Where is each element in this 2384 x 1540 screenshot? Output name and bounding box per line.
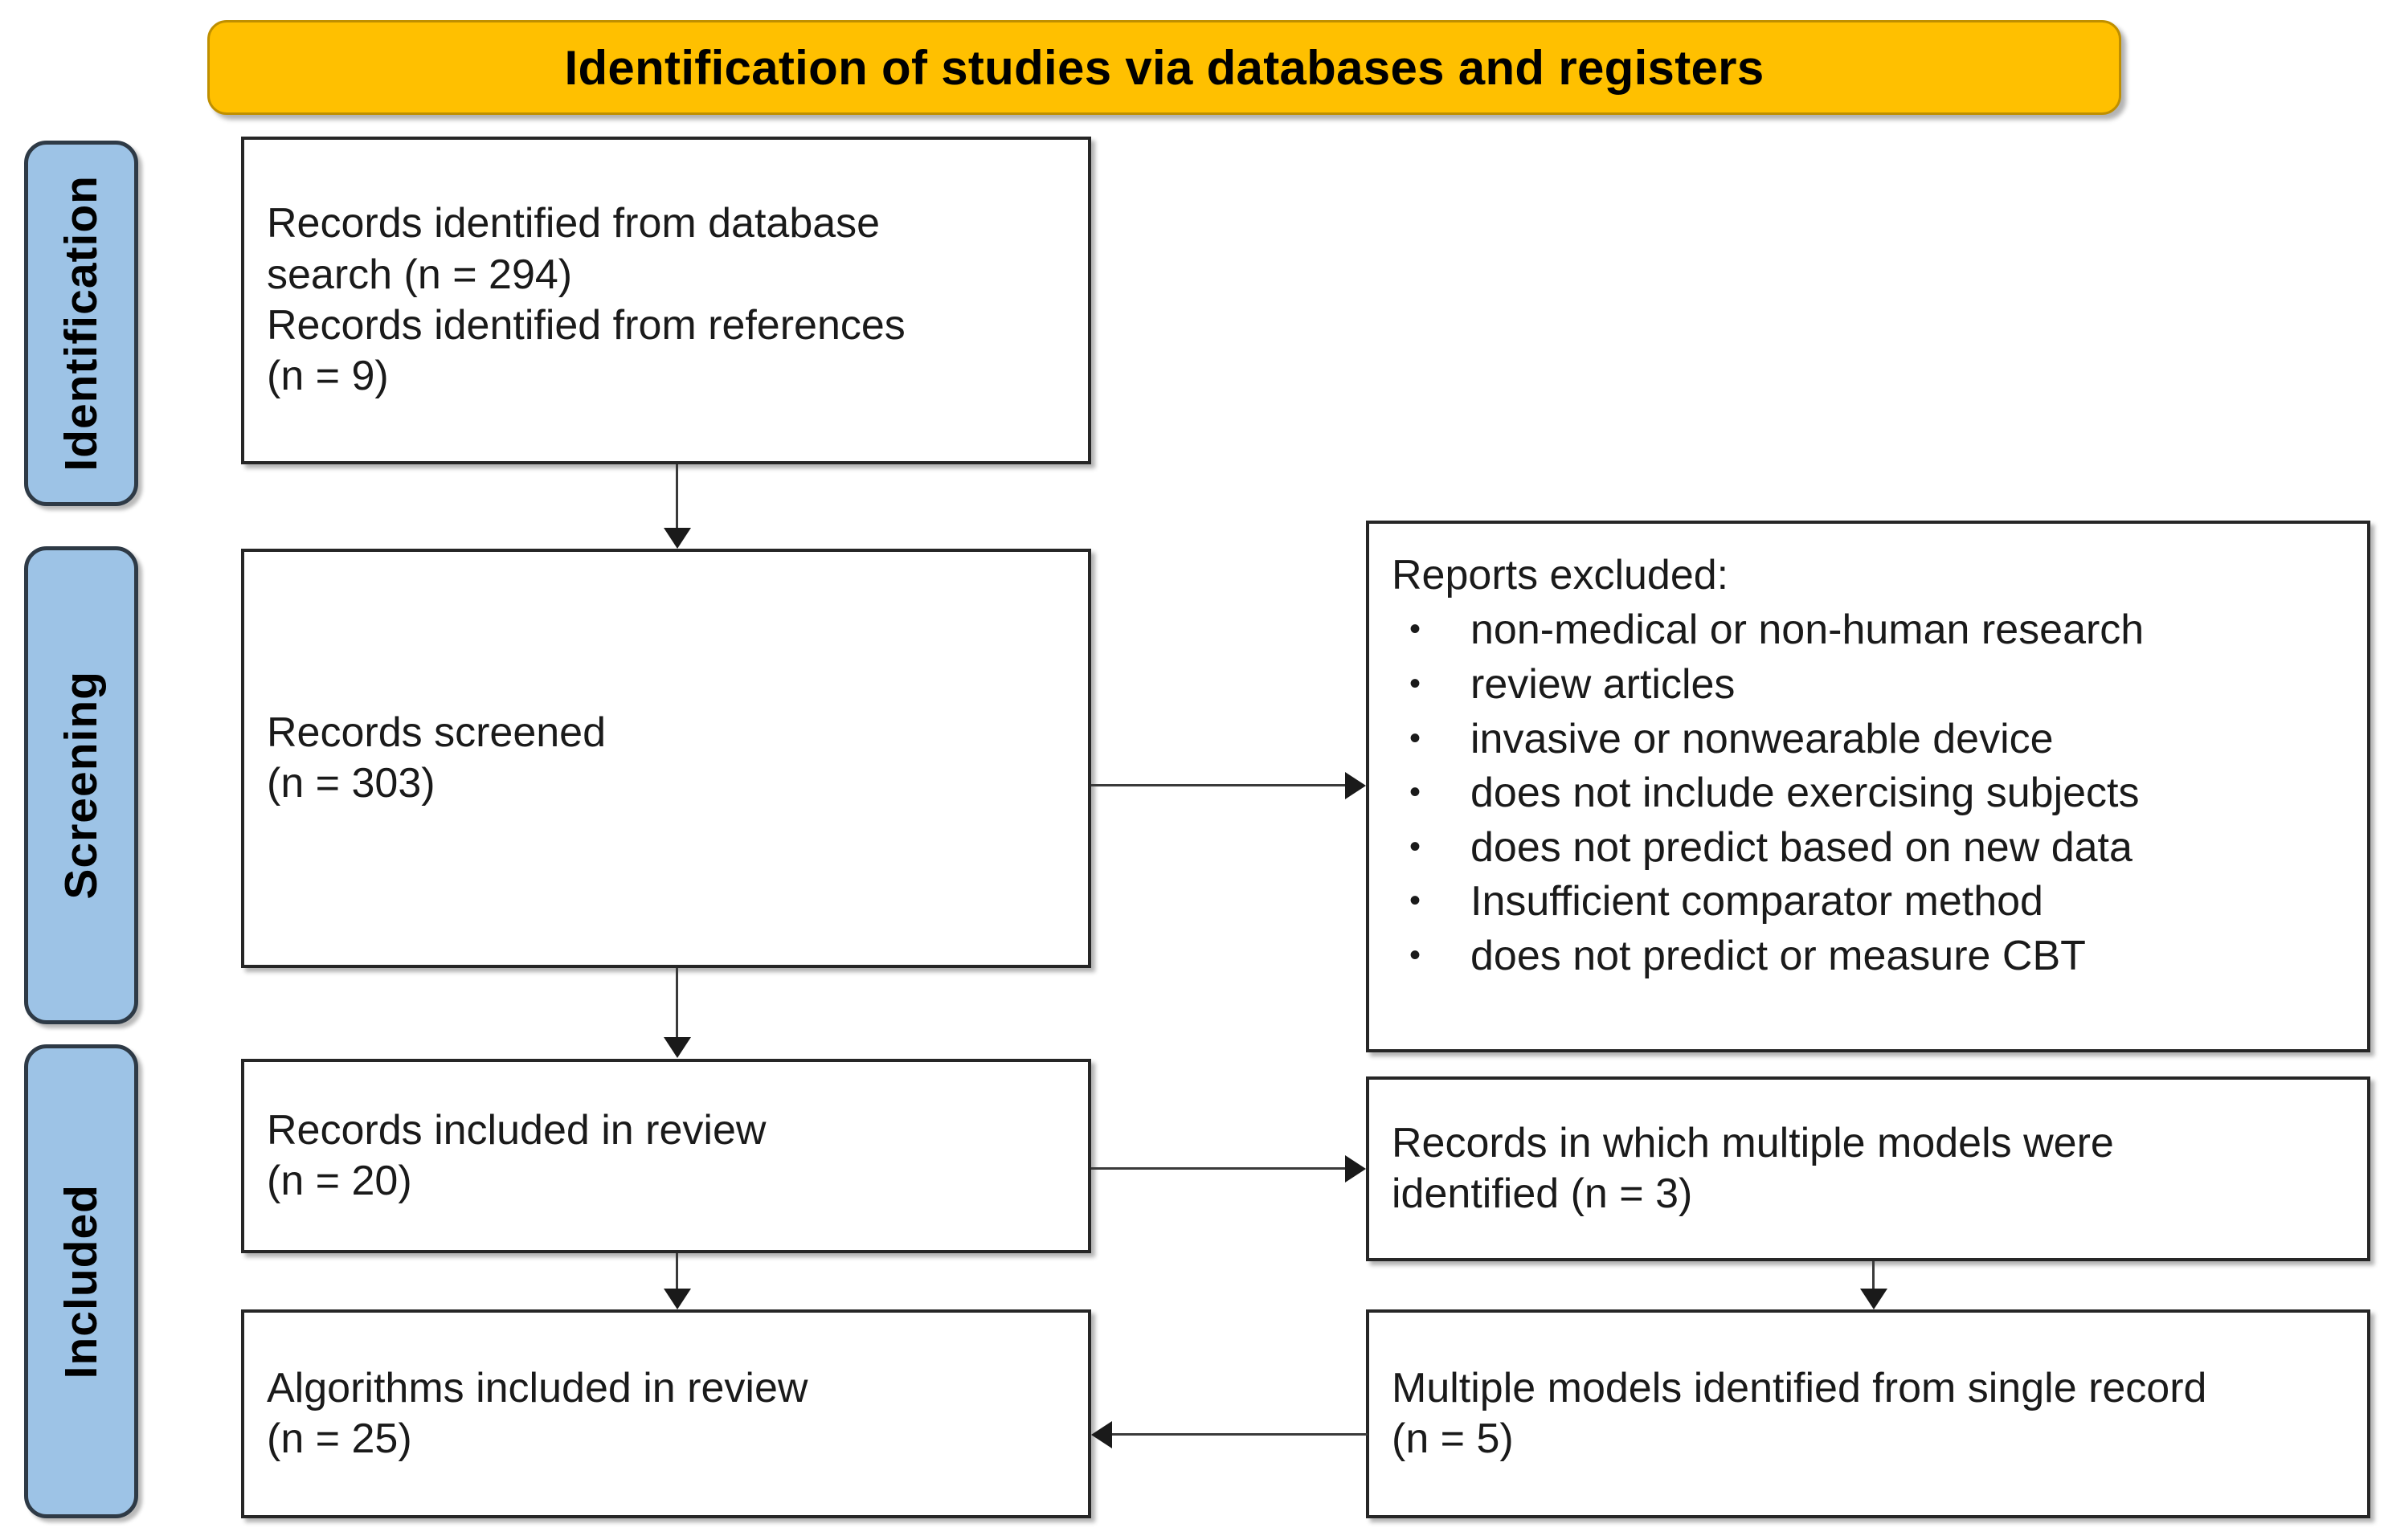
arrow-left-icon: [1091, 1421, 1112, 1448]
stage-tab-included-label: Included: [55, 1183, 107, 1379]
arrow-right-icon: [1345, 1155, 1366, 1183]
list-item: does not predict based on new data: [1392, 821, 2345, 876]
arrow-down-icon: [664, 528, 691, 549]
list-item: does not predict or measure CBT: [1392, 929, 2345, 984]
list-item: does not include exercising subjects: [1392, 766, 2345, 821]
box-records-included-text: Records included in review (n = 20): [267, 1106, 767, 1204]
list-item: Insufficient comparator method: [1392, 875, 2345, 929]
list-item: review articles: [1392, 658, 2345, 713]
box-records-multiple-models: Records in which multiple models were id…: [1366, 1076, 2370, 1261]
reports-excluded-list: non-medical or non-human research review…: [1392, 603, 2345, 983]
stage-tab-screening: Screening: [24, 546, 138, 1024]
box-records-screened-text: Records screened (n = 303): [267, 709, 606, 807]
box-records-identified: Records identified from database search …: [241, 137, 1091, 464]
connector-screened-to-included: [676, 968, 678, 1039]
banner-title: Identification of studies via databases …: [564, 40, 1764, 95]
connector-screened-to-excluded: [1091, 784, 1347, 786]
box-multiple-models-single-record-text: Multiple models identified from single r…: [1392, 1364, 2207, 1462]
stage-tab-identification: Identification: [24, 141, 138, 506]
arrow-down-icon: [664, 1289, 691, 1309]
list-item: invasive or nonwearable device: [1392, 713, 2345, 767]
box-records-screened: Records screened (n = 303): [241, 549, 1091, 968]
box-records-identified-text: Records identified from database search …: [267, 200, 906, 400]
box-records-included: Records included in review (n = 20): [241, 1059, 1091, 1253]
connector-multi-models-to-algorithms: [1112, 1433, 1368, 1436]
box-multiple-models-single-record: Multiple models identified from single r…: [1366, 1309, 2370, 1518]
box-records-multiple-models-text: Records in which multiple models were id…: [1392, 1119, 2114, 1217]
box-algorithms-included-text: Algorithms included in review (n = 25): [267, 1364, 808, 1462]
box-reports-excluded: Reports excluded: non-medical or non-hum…: [1366, 521, 2370, 1052]
box-reports-excluded-title: Reports excluded:: [1392, 552, 1729, 598]
arrow-right-icon: [1345, 772, 1366, 799]
connector-included-to-algorithms: [676, 1253, 678, 1292]
list-item: non-medical or non-human research: [1392, 603, 2345, 658]
stage-tab-screening-label: Screening: [55, 671, 107, 900]
header-banner: Identification of studies via databases …: [207, 20, 2121, 115]
stage-tab-identification-label: Identification: [55, 175, 107, 472]
connector-identified-to-screened: [676, 464, 678, 530]
connector-included-to-multi-records: [1091, 1167, 1347, 1170]
connector-multi-records-to-multi-models: [1872, 1261, 1875, 1292]
stage-tab-included: Included: [24, 1044, 138, 1518]
arrow-down-icon: [664, 1037, 691, 1058]
arrow-down-icon: [1860, 1289, 1887, 1309]
box-algorithms-included: Algorithms included in review (n = 25): [241, 1309, 1091, 1518]
